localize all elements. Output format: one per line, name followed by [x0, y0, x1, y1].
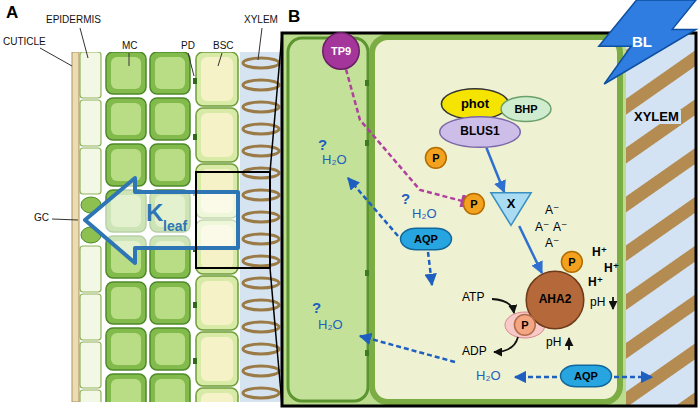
- shape-outline: [491, 193, 531, 226]
- question-mark: ?: [312, 300, 321, 317]
- tissue-label: CUTICLE: [3, 36, 46, 47]
- node-text: P: [432, 152, 439, 164]
- node-text: AQP: [414, 233, 438, 245]
- question-mark: ?: [318, 137, 327, 154]
- aquaporin: AQP: [560, 365, 612, 387]
- blue-light-bolt: BL: [588, 0, 696, 84]
- shape-outline: [501, 97, 551, 122]
- phot-receptor: phot: [440, 88, 510, 120]
- anion-label: A⁻: [553, 221, 567, 234]
- water-label: H₂O: [476, 369, 501, 383]
- node-text: BL: [632, 34, 652, 51]
- tissue-label: PD: [181, 40, 195, 51]
- blus1-kinase: BLUS1: [438, 116, 522, 148]
- anion-label: A⁻: [545, 204, 559, 217]
- node-text: AQP: [574, 370, 598, 382]
- shape-outline: [464, 194, 485, 215]
- anion-label: A⁻: [545, 237, 559, 250]
- flux-symbol: K: [146, 200, 163, 226]
- ph-label: pH: [546, 336, 561, 349]
- node-text: BHP: [514, 103, 537, 115]
- anion-label: A⁻: [535, 221, 549, 234]
- node-text: phot: [461, 97, 489, 111]
- proton-label: H⁺: [592, 246, 607, 259]
- shape-outline: [599, 0, 696, 84]
- phospho-mark: P: [463, 193, 485, 215]
- shape-outline: [441, 89, 508, 120]
- shape-outline: [562, 252, 583, 273]
- question-mark: ?: [401, 191, 410, 208]
- activation-arrow: [486, 148, 504, 192]
- node-text: X: [507, 197, 516, 211]
- node-text: AHA2: [539, 293, 572, 306]
- shape-outline: [561, 365, 612, 387]
- node-text: P: [521, 319, 528, 331]
- shape-outline: [323, 33, 359, 69]
- shape-outline: [515, 315, 536, 336]
- node-text: TP9: [331, 45, 351, 57]
- phospho-mark: P: [561, 251, 583, 273]
- water-label: H₂O: [322, 153, 347, 167]
- aquaporin: AQP: [400, 228, 452, 250]
- atp-label: ATP: [462, 291, 484, 304]
- tissue-label: EPIDERMIS: [46, 14, 101, 25]
- shape-outline: [401, 228, 452, 250]
- node-text: P: [470, 198, 477, 210]
- shape-outline: [426, 148, 447, 169]
- ph-label: pH: [590, 296, 605, 309]
- panel-letter: B: [288, 8, 300, 27]
- tissue-label: XYLEM: [244, 14, 278, 25]
- water-label: H₂O: [318, 318, 343, 332]
- panel-letter: A: [6, 4, 18, 23]
- tissue-label: BSC: [213, 40, 234, 51]
- tissue-label: MC: [122, 40, 138, 51]
- bhp-protein: BHP: [500, 96, 552, 122]
- proton-label: H⁺: [588, 276, 603, 289]
- tp9-protein: TP9: [322, 32, 360, 70]
- tissue-label: GC: [34, 212, 49, 223]
- flux-subscript: leaf: [163, 219, 187, 234]
- phospho-mark: P: [514, 314, 536, 336]
- water-label: H₂O: [412, 207, 437, 221]
- shape-outline: [440, 117, 521, 148]
- proton-label: H⁺: [604, 262, 619, 275]
- adp-label: ADP: [462, 345, 487, 358]
- x-protein: X: [490, 192, 532, 226]
- node-text: BLUS1: [460, 125, 499, 138]
- tissue-label: XYLEM: [632, 110, 681, 124]
- phospho-mark: P: [425, 147, 447, 169]
- node-text: P: [568, 256, 575, 268]
